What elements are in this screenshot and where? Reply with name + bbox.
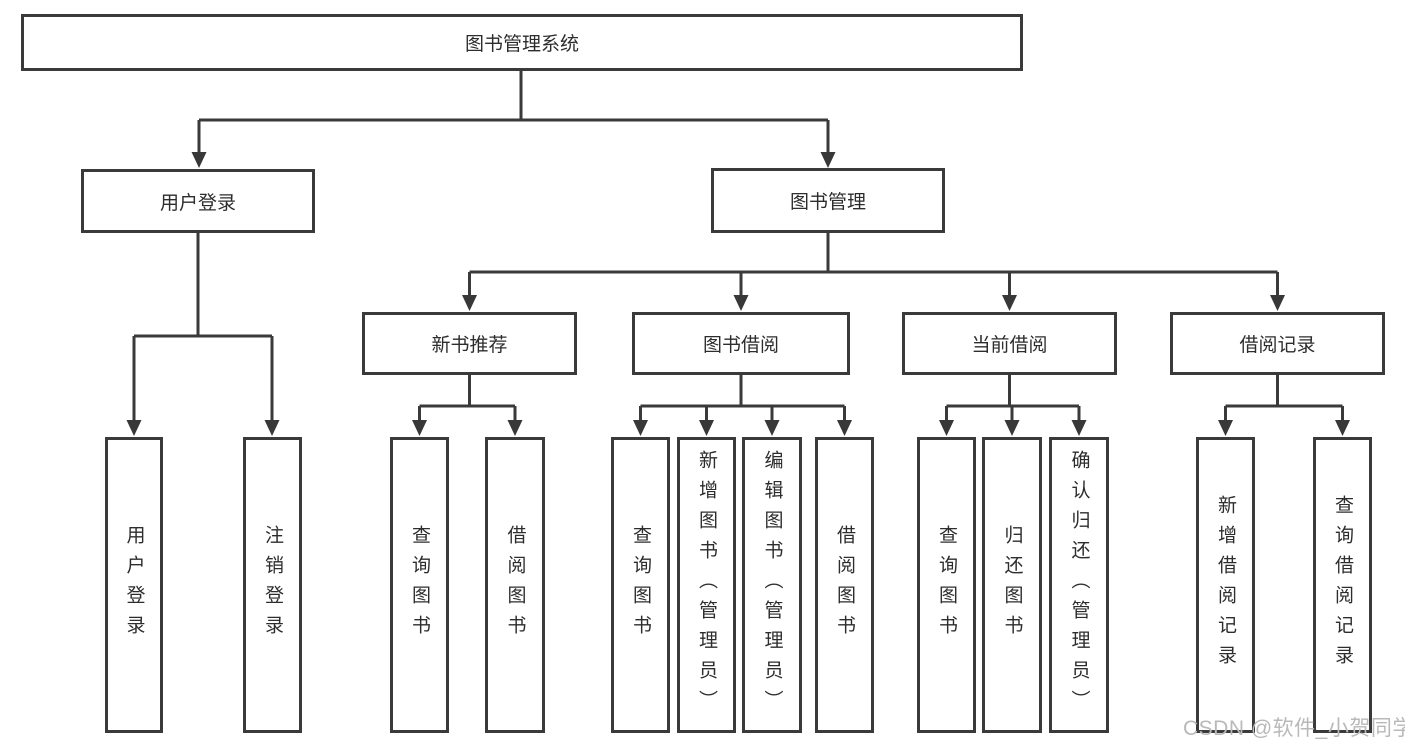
node-user-login: 用户登录 xyxy=(81,169,315,233)
leaf-return-book: 归还图书 xyxy=(982,437,1042,733)
leaf-add-borrow-record: 新增借阅记录 xyxy=(1196,437,1255,733)
leaf-add-book-admin: 新增图书（管理员） xyxy=(677,437,736,733)
node-label: 新增借阅记录 xyxy=(1215,495,1236,675)
node-label: 用户登录 xyxy=(123,525,145,645)
leaf-borrow-book-newrec: 借阅图书 xyxy=(485,437,545,733)
node-label: 归还图书 xyxy=(1001,525,1023,645)
node-label: 借阅记录 xyxy=(1239,335,1316,356)
node-borrow-records: 借阅记录 xyxy=(1170,312,1385,375)
leaf-query-borrow-record: 查询借阅记录 xyxy=(1313,437,1372,733)
node-label: 借阅图书 xyxy=(504,525,526,645)
node-label: 当前借阅 xyxy=(971,335,1048,356)
node-label: 查询图书 xyxy=(409,525,430,645)
node-label: 借阅图书 xyxy=(834,525,855,645)
node-book-management: 图书管理 xyxy=(711,168,945,233)
leaf-query-book-newrec: 查询图书 xyxy=(390,437,449,733)
leaf-user-login: 用户登录 xyxy=(105,437,163,733)
node-library-system: 图书管理系统 xyxy=(21,14,1023,71)
node-label: 新书推荐 xyxy=(431,335,508,356)
leaf-logout: 注销登录 xyxy=(243,437,302,733)
node-label: 查询图书 xyxy=(936,525,957,645)
node-label: 查询借阅记录 xyxy=(1332,495,1353,675)
leaf-borrow-book-borrow: 借阅图书 xyxy=(815,437,874,733)
node-label: 用户登录 xyxy=(159,192,236,214)
node-book-borrow: 图书借阅 xyxy=(632,312,850,375)
csdn-watermark: CSDN @软件_小贺同学 xyxy=(1183,717,1405,740)
leaf-confirm-return-admin: 确认归还（管理员） xyxy=(1049,437,1109,733)
node-new-book-recommend: 新书推荐 xyxy=(362,312,577,375)
leaf-query-book-current: 查询图书 xyxy=(917,437,976,733)
node-label: 图书管理 xyxy=(789,192,866,213)
node-label: 注销登录 xyxy=(262,525,283,645)
node-current-borrow: 当前借阅 xyxy=(902,312,1117,375)
leaf-edit-book-admin: 编辑图书（管理员） xyxy=(742,437,802,733)
node-label: 确认归还（管理员） xyxy=(1068,450,1090,720)
node-label: 图书管理系统 xyxy=(464,34,579,55)
node-label: 图书借阅 xyxy=(702,335,779,356)
leaf-query-book-borrow: 查询图书 xyxy=(611,437,670,733)
node-label: 新增图书（管理员） xyxy=(696,450,717,720)
node-label: 查询图书 xyxy=(630,525,651,645)
node-label: 编辑图书（管理员） xyxy=(761,450,783,720)
